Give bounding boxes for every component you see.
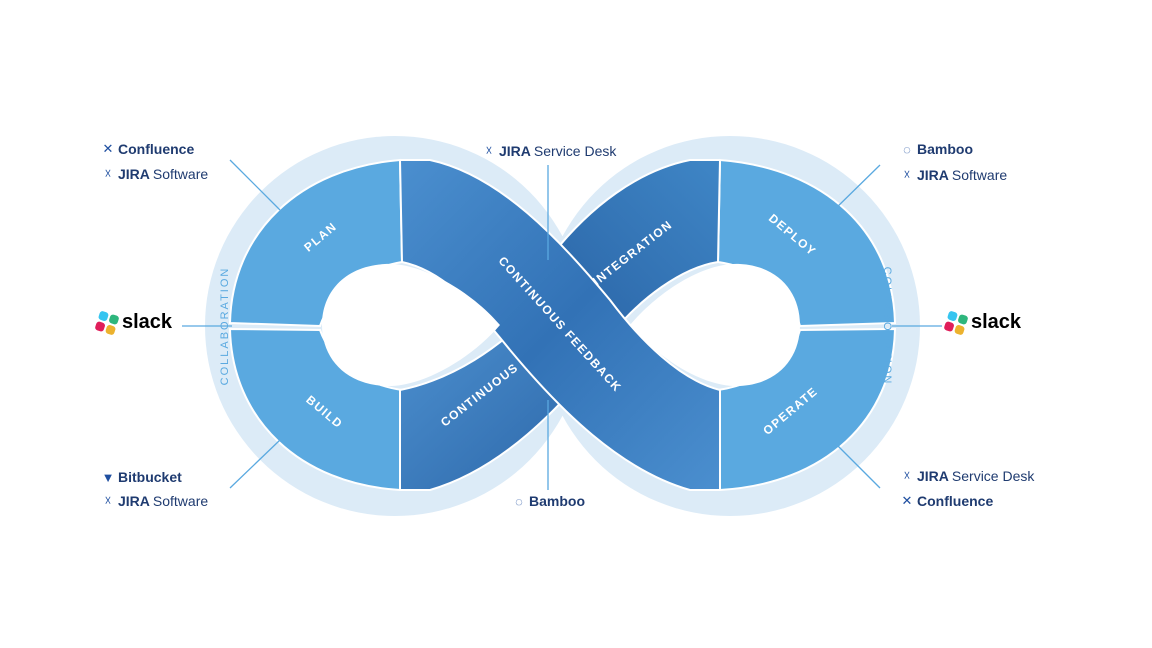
tool-top-right-jira-software: ☓ JIRA Software [900, 167, 1008, 183]
collaboration-label-right: COLLABORATION [881, 267, 893, 386]
slack-logo-right: slack [943, 309, 1022, 336]
tool-bottom-left-jira-software: ☓ JIRA Software [101, 493, 209, 509]
tool-bottom-center-bamboo: ◌ Bamboo [512, 493, 585, 509]
left-inner-loop [322, 263, 500, 387]
jira-icon: ☓ [485, 143, 493, 158]
tool-product: Service Desk [533, 143, 617, 159]
connector-bottom-left [229, 439, 281, 489]
jira-icon: ☓ [903, 167, 911, 182]
collaboration-label-left: COLLABORATION [219, 267, 231, 386]
confluence-icon: ✕ [901, 493, 913, 508]
slack-logo-left: slack [94, 309, 173, 336]
tool-name: Confluence [118, 141, 195, 157]
tool-name: Bamboo [917, 141, 973, 157]
tool-top-left-confluence: ✕ Confluence [101, 141, 195, 157]
jira-icon: ☓ [903, 468, 911, 483]
connector-bottom-right [831, 439, 881, 489]
jira-icon: ☓ [104, 166, 112, 181]
tool-top-center-jira-service-desk: ☓ JIRA Service Desk [482, 143, 617, 159]
bamboo-icon: ◌ [903, 141, 911, 157]
tool-product: Service Desk [951, 468, 1035, 484]
tool-product: Software [951, 167, 1008, 183]
tool-name: Bamboo [529, 493, 585, 509]
tool-bottom-left-bitbucket: ▼ Bitbucket [101, 469, 182, 485]
tool-top-right-bamboo: ◌ Bamboo [900, 141, 973, 157]
tool-product: Software [152, 166, 209, 182]
tool-name: Confluence [917, 493, 994, 509]
tool-bottom-right-jira-service-desk: ☓ JIRA Service Desk [900, 468, 1035, 484]
connector-top-left [229, 159, 281, 211]
tool-name: JIRA [499, 143, 531, 159]
slack-wordmark: slack [122, 311, 173, 333]
tool-name: JIRA [118, 493, 150, 509]
slack-icon [94, 309, 120, 336]
tool-name: Bitbucket [118, 469, 182, 485]
tool-product: Software [152, 493, 209, 509]
tool-name: JIRA [118, 166, 150, 182]
bamboo-icon: ◌ [515, 493, 523, 509]
tool-name: JIRA [917, 167, 949, 183]
bitbucket-icon: ▼ [101, 469, 115, 485]
tool-name: JIRA [917, 468, 949, 484]
connector-top-right [831, 164, 881, 213]
tool-top-left-jira-software: ☓ JIRA Software [101, 166, 209, 182]
jira-icon: ☓ [104, 493, 112, 508]
tool-bottom-right-confluence: ✕ Confluence [900, 493, 994, 509]
right-inner-loop [630, 263, 800, 387]
slack-wordmark: slack [971, 311, 1022, 333]
slack-icon [943, 309, 969, 336]
confluence-icon: ✕ [102, 141, 114, 156]
